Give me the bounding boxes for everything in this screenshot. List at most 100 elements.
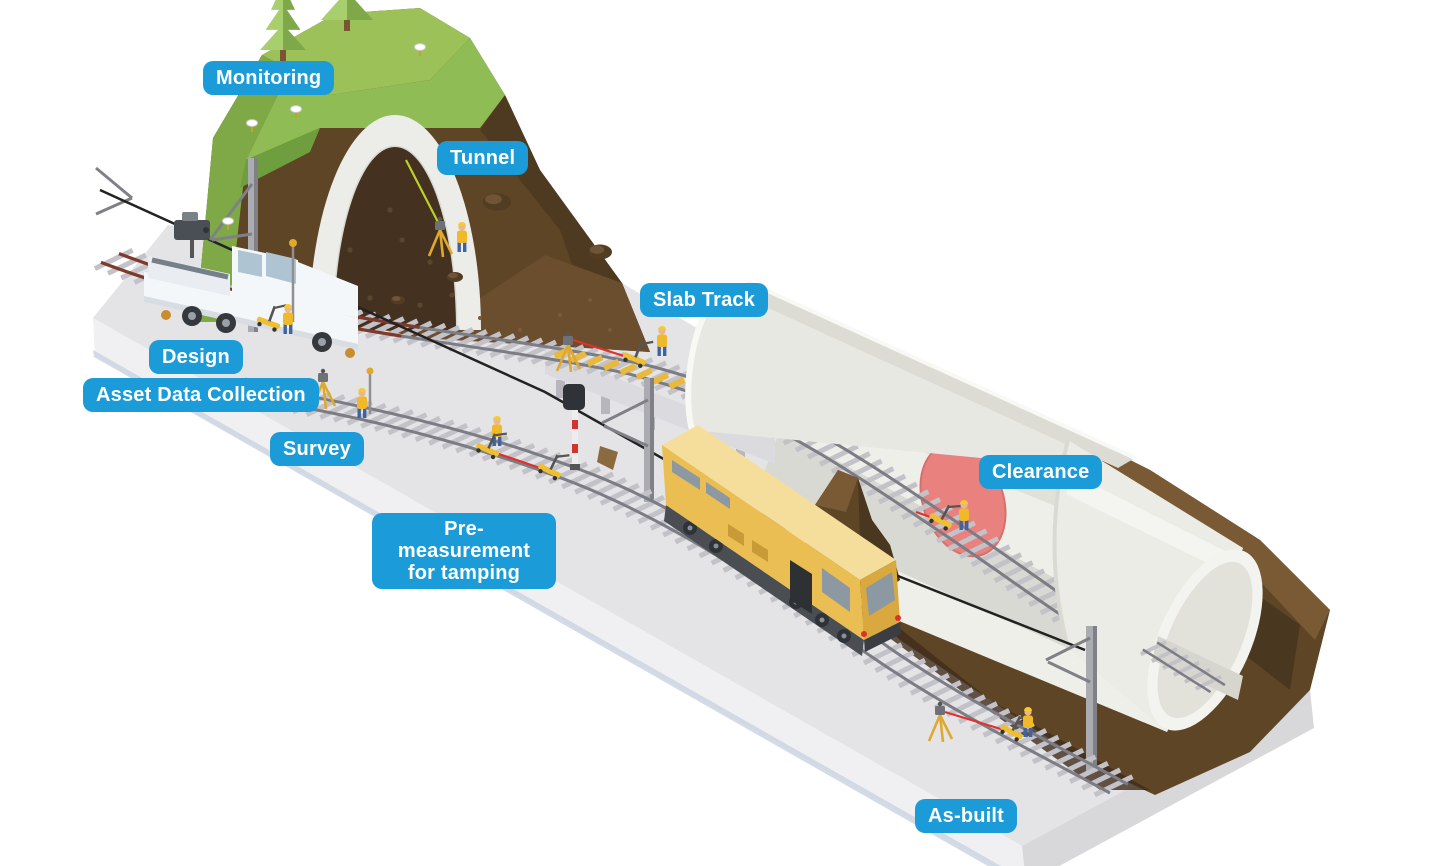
- sleeper: [909, 672, 950, 696]
- sleeper: [495, 442, 536, 466]
- trolley-pole: [487, 433, 497, 449]
- sleeper: [373, 409, 414, 432]
- wire-anchor-arm: [95, 196, 133, 216]
- tamper-machinery: [728, 524, 744, 546]
- speckle: [347, 247, 353, 253]
- speckle: [588, 298, 592, 302]
- surveyor-worker: [457, 222, 467, 252]
- speckle: [367, 295, 373, 301]
- tamper-tail-light: [861, 631, 867, 637]
- track-trolley: [622, 340, 654, 368]
- sleeper: [1007, 728, 1048, 751]
- label-pre-measurement-for-tamping: Pre-measurement for tamping: [372, 513, 556, 589]
- tamper-bumper: [864, 622, 901, 652]
- survey-equipment-layer: [222, 0, 1033, 743]
- hill-grass-left: [196, 55, 290, 322]
- sleeper: [447, 329, 488, 352]
- label-slab-track: Slab Track: [640, 283, 769, 317]
- sleeper: [1019, 734, 1060, 758]
- truck-body: [144, 272, 358, 350]
- helmet: [284, 304, 292, 308]
- sleeper: [586, 354, 604, 367]
- trolley-handle: [640, 340, 654, 346]
- sleeper: [387, 412, 428, 436]
- sleeper: [1068, 761, 1109, 784]
- sleeper: [818, 443, 859, 467]
- tree-trunk: [344, 18, 350, 31]
- trolley-handle: [493, 432, 507, 437]
- sleeper: [1031, 741, 1072, 765]
- signal: [563, 384, 618, 470]
- sleeper: [534, 456, 575, 480]
- truck-windshield: [266, 252, 296, 284]
- sheet-inner-shade: [742, 282, 1135, 468]
- gnss-monitoring-sensor: [246, 119, 258, 132]
- survey-vehicle: [144, 212, 358, 358]
- trolley-pole: [268, 305, 277, 322]
- sleeper: [378, 318, 419, 342]
- helmet: [458, 222, 466, 226]
- tamper-side-window: [706, 482, 730, 509]
- truck-side-window: [238, 250, 262, 277]
- sleeper: [586, 351, 626, 375]
- sleeper: [93, 248, 134, 271]
- sleeper: [475, 333, 516, 357]
- sheet-rim-highlight: [747, 280, 1136, 460]
- sleeper: [901, 497, 942, 520]
- sleeper: [625, 494, 665, 518]
- mobile-scanner: [174, 220, 210, 240]
- sleeper: [346, 402, 387, 426]
- portal-interior: [334, 147, 456, 330]
- label-monitoring: Monitoring: [203, 61, 335, 95]
- sleeper: [414, 419, 455, 443]
- sleeper: [945, 694, 986, 718]
- sleeper: [970, 708, 1011, 731]
- sleeper: [982, 552, 1023, 576]
- tube-shell-cutaway: [685, 280, 1263, 732]
- sleeper: [521, 451, 562, 475]
- sleeper: [481, 438, 522, 462]
- total-station: [563, 336, 573, 345]
- sleeper: [1005, 568, 1046, 592]
- total-station-tripod: [427, 216, 454, 258]
- total-station-tripod: [927, 701, 954, 743]
- sleeper: [401, 415, 442, 439]
- total-station: [318, 373, 328, 382]
- sleeper: [1016, 576, 1057, 600]
- helmet: [493, 416, 501, 420]
- sleeper: [106, 252, 147, 276]
- speckle: [399, 237, 405, 243]
- sleeper: [461, 331, 502, 355]
- sleeper: [862, 642, 903, 666]
- sleeper: [420, 324, 461, 348]
- speckle: [518, 328, 522, 332]
- label-asset-data-collection: Asset Data Collection: [83, 378, 319, 412]
- speckle: [417, 302, 423, 308]
- label-tunnel: Tunnel: [437, 141, 529, 175]
- red-laser-beam: [572, 338, 625, 358]
- sleeper: [652, 372, 670, 385]
- track-trolley: [476, 432, 507, 460]
- sleeper: [599, 482, 640, 506]
- speckle: [387, 207, 393, 213]
- sleeper: [947, 528, 988, 552]
- sleeper: [508, 447, 549, 471]
- gnss-monitoring-sensor: [414, 43, 426, 56]
- sleeper: [561, 466, 602, 490]
- surveyor-worker: [357, 388, 367, 418]
- signal-head: [563, 384, 585, 410]
- rock: [392, 296, 401, 302]
- catenary-mast: [1045, 626, 1097, 772]
- sleeper: [503, 337, 544, 361]
- speckle: [608, 328, 612, 332]
- sleeper: [574, 471, 615, 495]
- helmet: [658, 326, 666, 330]
- sleeper: [854, 466, 895, 490]
- trolley-pole: [549, 454, 559, 471]
- sleeper: [993, 560, 1034, 584]
- sleeper: [635, 367, 653, 381]
- sleeper: [586, 477, 627, 500]
- sleeper: [517, 339, 558, 363]
- trolley-pole: [940, 504, 951, 521]
- sleeper: [1056, 754, 1097, 778]
